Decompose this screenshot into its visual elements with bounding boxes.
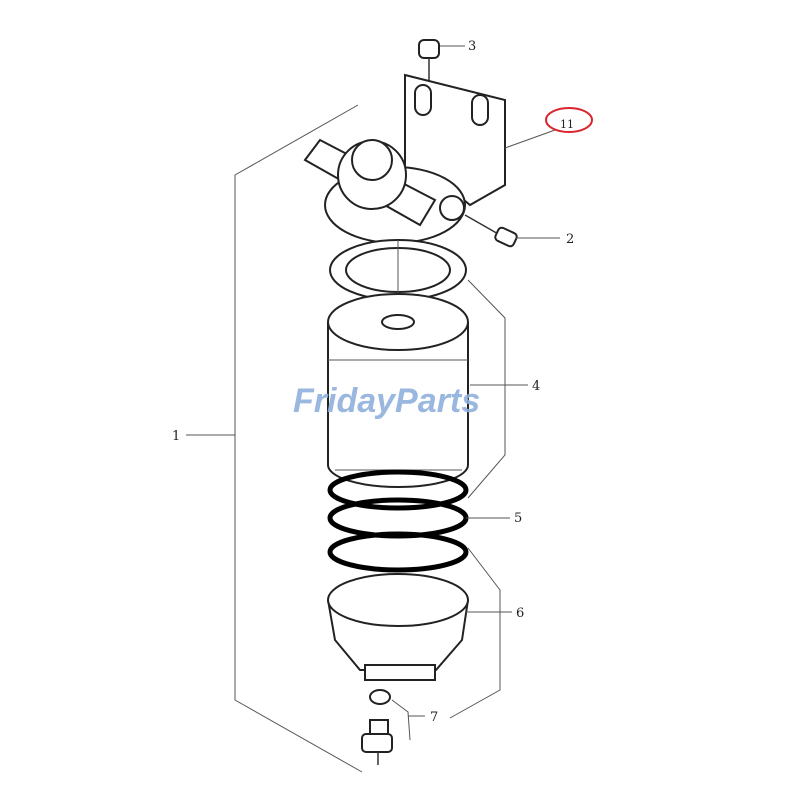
callout-5: 5 [514, 511, 522, 526]
assembly-bracket [234, 104, 363, 773]
callout-2: 2 [566, 232, 574, 247]
callout-1: 1 [172, 429, 180, 444]
filter-element-4 [327, 293, 469, 488]
filter-head [303, 73, 506, 244]
bolt-2 [464, 214, 518, 248]
drain-plug-7 [361, 689, 393, 765]
callout-6: 6 [516, 606, 524, 621]
watermark-logo: FridayParts [293, 382, 480, 420]
callout-4: 4 [532, 379, 540, 394]
highlight-circle [545, 107, 593, 133]
callout-7: 7 [430, 710, 438, 725]
bowl-6 [327, 573, 469, 681]
callout-3: 3 [468, 39, 476, 54]
callout-11: 11 [560, 118, 574, 131]
